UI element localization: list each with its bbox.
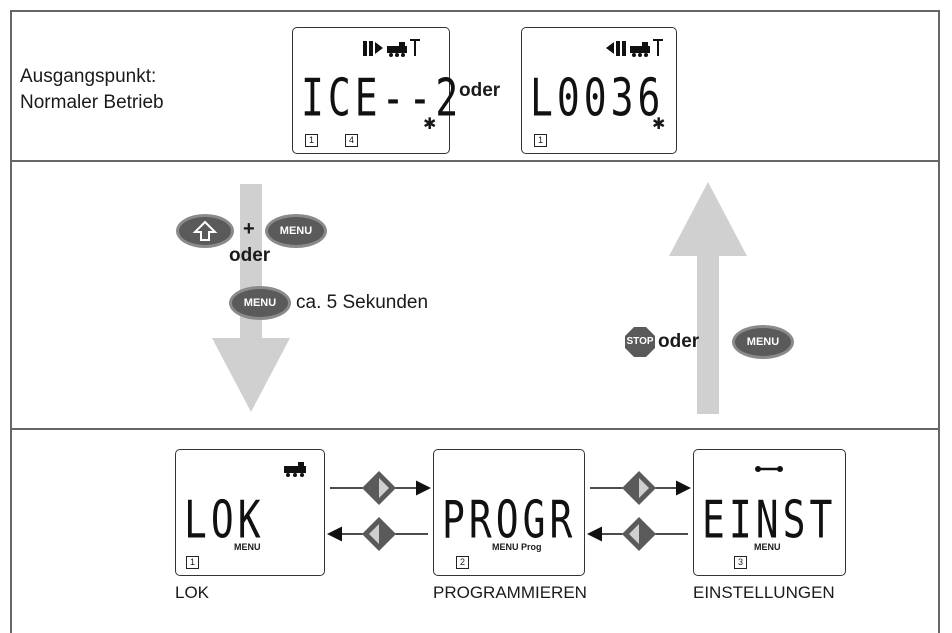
segment-text: PROGR [442, 490, 577, 550]
hold-duration-text: ca. 5 Sekunden [296, 292, 429, 313]
caption-lok: LOK [175, 583, 210, 602]
segment-text: ICE--2 [301, 68, 463, 128]
number-box: 1 [305, 134, 318, 147]
train-icon [284, 462, 306, 477]
or-label-row1: oder [459, 80, 501, 101]
row-divider-2 [10, 428, 940, 430]
lcd-einst: EINST MENU 3 [693, 449, 846, 576]
star-icon: ✱ [652, 116, 666, 133]
number-box: 1 [534, 134, 547, 147]
caption-programmieren: PROGRAMMIEREN [433, 583, 587, 602]
number-box: 1 [186, 556, 199, 569]
segment-text: EINST [702, 490, 837, 550]
start-label-line2: Normaler Betrieb [20, 92, 164, 113]
menu-indicator: MENU [754, 542, 781, 552]
up-arrow [669, 182, 747, 414]
wrench-icon [755, 466, 783, 472]
caption-einstellungen: EINSTELLUNGEN [693, 583, 835, 602]
segment-text: LOK [184, 490, 265, 550]
lcd-lok: LOK MENU 1 [175, 449, 325, 576]
menu-prog-indicator: MENU Prog [492, 542, 542, 552]
row-divider-1 [10, 160, 940, 162]
arrow-left-button[interactable] [621, 516, 657, 552]
stop-button[interactable]: STOP [625, 327, 655, 357]
menu-button-exit[interactable]: MENU [732, 325, 794, 359]
or-label-row2: oder [229, 245, 271, 266]
menu-button[interactable]: MENU [265, 214, 327, 248]
star-icon: ✱ [423, 116, 437, 133]
or-label-row2-right: oder [658, 331, 700, 352]
segment-text: L0036 [530, 68, 665, 128]
number-box: 3 [734, 556, 747, 569]
diagram-frame [10, 10, 940, 633]
lcd-display-ice2: ICE--2 ✱ 1 4 [292, 27, 458, 154]
arrow-up-icon [192, 220, 218, 241]
start-label-line1: Ausgangspunkt: [20, 66, 157, 87]
lcd-display-l0036: L0036 ✱ 1 [521, 27, 677, 154]
train-icon [363, 39, 420, 57]
menu-button-hold[interactable]: MENU [229, 286, 291, 320]
arrow-left-button[interactable] [361, 516, 397, 552]
arrow-right-button[interactable] [621, 470, 657, 506]
shift-button[interactable] [176, 214, 234, 248]
lcd-progr: PROGR MENU Prog 2 [433, 449, 585, 576]
number-box: 2 [456, 556, 469, 569]
number-box: 4 [345, 134, 358, 147]
arrow-right-button[interactable] [361, 470, 397, 506]
menu-indicator: MENU [234, 542, 261, 552]
plus-sign: + [243, 218, 255, 240]
train-icon [606, 39, 663, 57]
